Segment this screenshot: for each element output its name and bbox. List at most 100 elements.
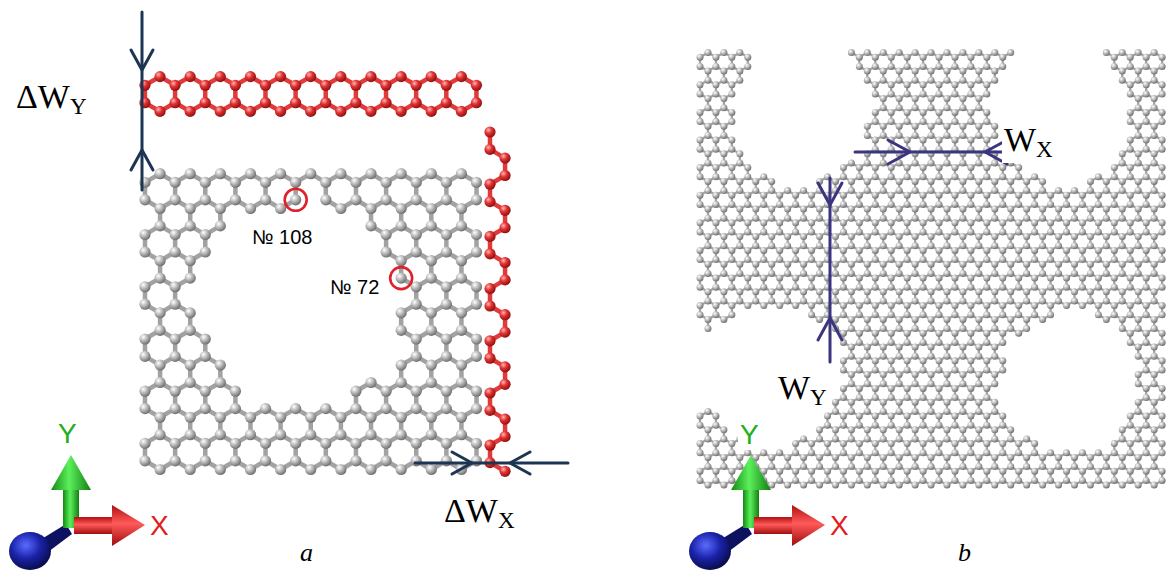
atom	[471, 229, 482, 240]
atom	[154, 71, 165, 82]
atom	[426, 220, 437, 231]
atom	[381, 386, 392, 397]
atom	[170, 229, 181, 240]
atom	[396, 255, 407, 266]
atom	[170, 246, 181, 257]
atom	[185, 106, 196, 117]
atom	[396, 377, 407, 388]
atom	[381, 177, 392, 188]
atom	[456, 377, 467, 388]
atom	[185, 464, 196, 475]
atom	[275, 168, 286, 179]
atom	[335, 106, 346, 117]
atom	[350, 97, 361, 108]
atom	[170, 299, 181, 310]
atom	[411, 97, 422, 108]
atom	[200, 438, 211, 449]
atom	[471, 281, 482, 292]
atom	[215, 429, 226, 440]
atom	[484, 440, 495, 451]
atom	[154, 412, 165, 423]
atom	[245, 203, 256, 214]
atom	[396, 220, 407, 231]
atom	[365, 412, 376, 423]
atom	[499, 274, 510, 285]
graphene-strip	[139, 71, 510, 477]
atom	[350, 386, 361, 397]
atom	[381, 403, 392, 414]
atom	[380, 97, 391, 108]
atom	[484, 405, 495, 416]
atom	[456, 412, 467, 423]
atom	[185, 71, 196, 82]
atom	[456, 255, 467, 266]
atom	[290, 455, 301, 466]
atom	[154, 325, 165, 336]
atom	[260, 80, 271, 91]
atom	[441, 177, 452, 188]
atom	[499, 466, 510, 477]
atom	[484, 231, 495, 242]
atom	[185, 429, 196, 440]
atom	[471, 80, 482, 91]
atom	[139, 455, 150, 466]
atom	[499, 205, 510, 216]
atom	[200, 246, 211, 257]
atom	[305, 464, 316, 475]
atom	[441, 97, 452, 108]
atom	[154, 360, 165, 371]
atom	[471, 299, 482, 310]
atom	[411, 403, 422, 414]
atom	[396, 203, 407, 214]
atom	[426, 325, 437, 336]
atom	[230, 97, 241, 108]
atom	[275, 464, 286, 475]
atom	[154, 203, 165, 214]
atom	[381, 438, 392, 449]
atom	[230, 177, 241, 188]
atom	[350, 80, 361, 91]
atom	[320, 80, 331, 91]
atom	[320, 455, 331, 466]
atom	[484, 353, 495, 364]
atom	[185, 325, 196, 336]
atom	[200, 403, 211, 414]
atom	[484, 283, 495, 294]
atom	[471, 194, 482, 205]
atom	[154, 307, 165, 318]
atom	[499, 222, 510, 233]
atom	[260, 403, 271, 414]
atom	[456, 325, 467, 336]
atom	[170, 351, 181, 362]
atom	[170, 455, 181, 466]
atom	[200, 455, 211, 466]
atom	[426, 203, 437, 214]
atom	[245, 412, 256, 423]
atom	[320, 438, 331, 449]
atom	[471, 403, 482, 414]
atom	[215, 360, 226, 371]
atom	[411, 351, 422, 362]
atom	[290, 80, 301, 91]
atom	[230, 455, 241, 466]
atom	[305, 429, 316, 440]
atom	[411, 177, 422, 188]
atom	[215, 220, 226, 231]
atom	[260, 177, 271, 188]
atom	[154, 106, 165, 117]
atom	[499, 327, 510, 338]
atom	[275, 429, 286, 440]
atom	[426, 412, 437, 423]
atom	[139, 281, 150, 292]
atom	[260, 194, 271, 205]
atoms	[484, 126, 510, 477]
atom	[381, 455, 392, 466]
atom	[411, 299, 422, 310]
atom	[305, 71, 316, 82]
atom	[245, 464, 256, 475]
atom	[441, 386, 452, 397]
atom	[499, 309, 510, 320]
atom	[320, 97, 331, 108]
atom	[484, 387, 495, 398]
atom	[275, 106, 286, 117]
